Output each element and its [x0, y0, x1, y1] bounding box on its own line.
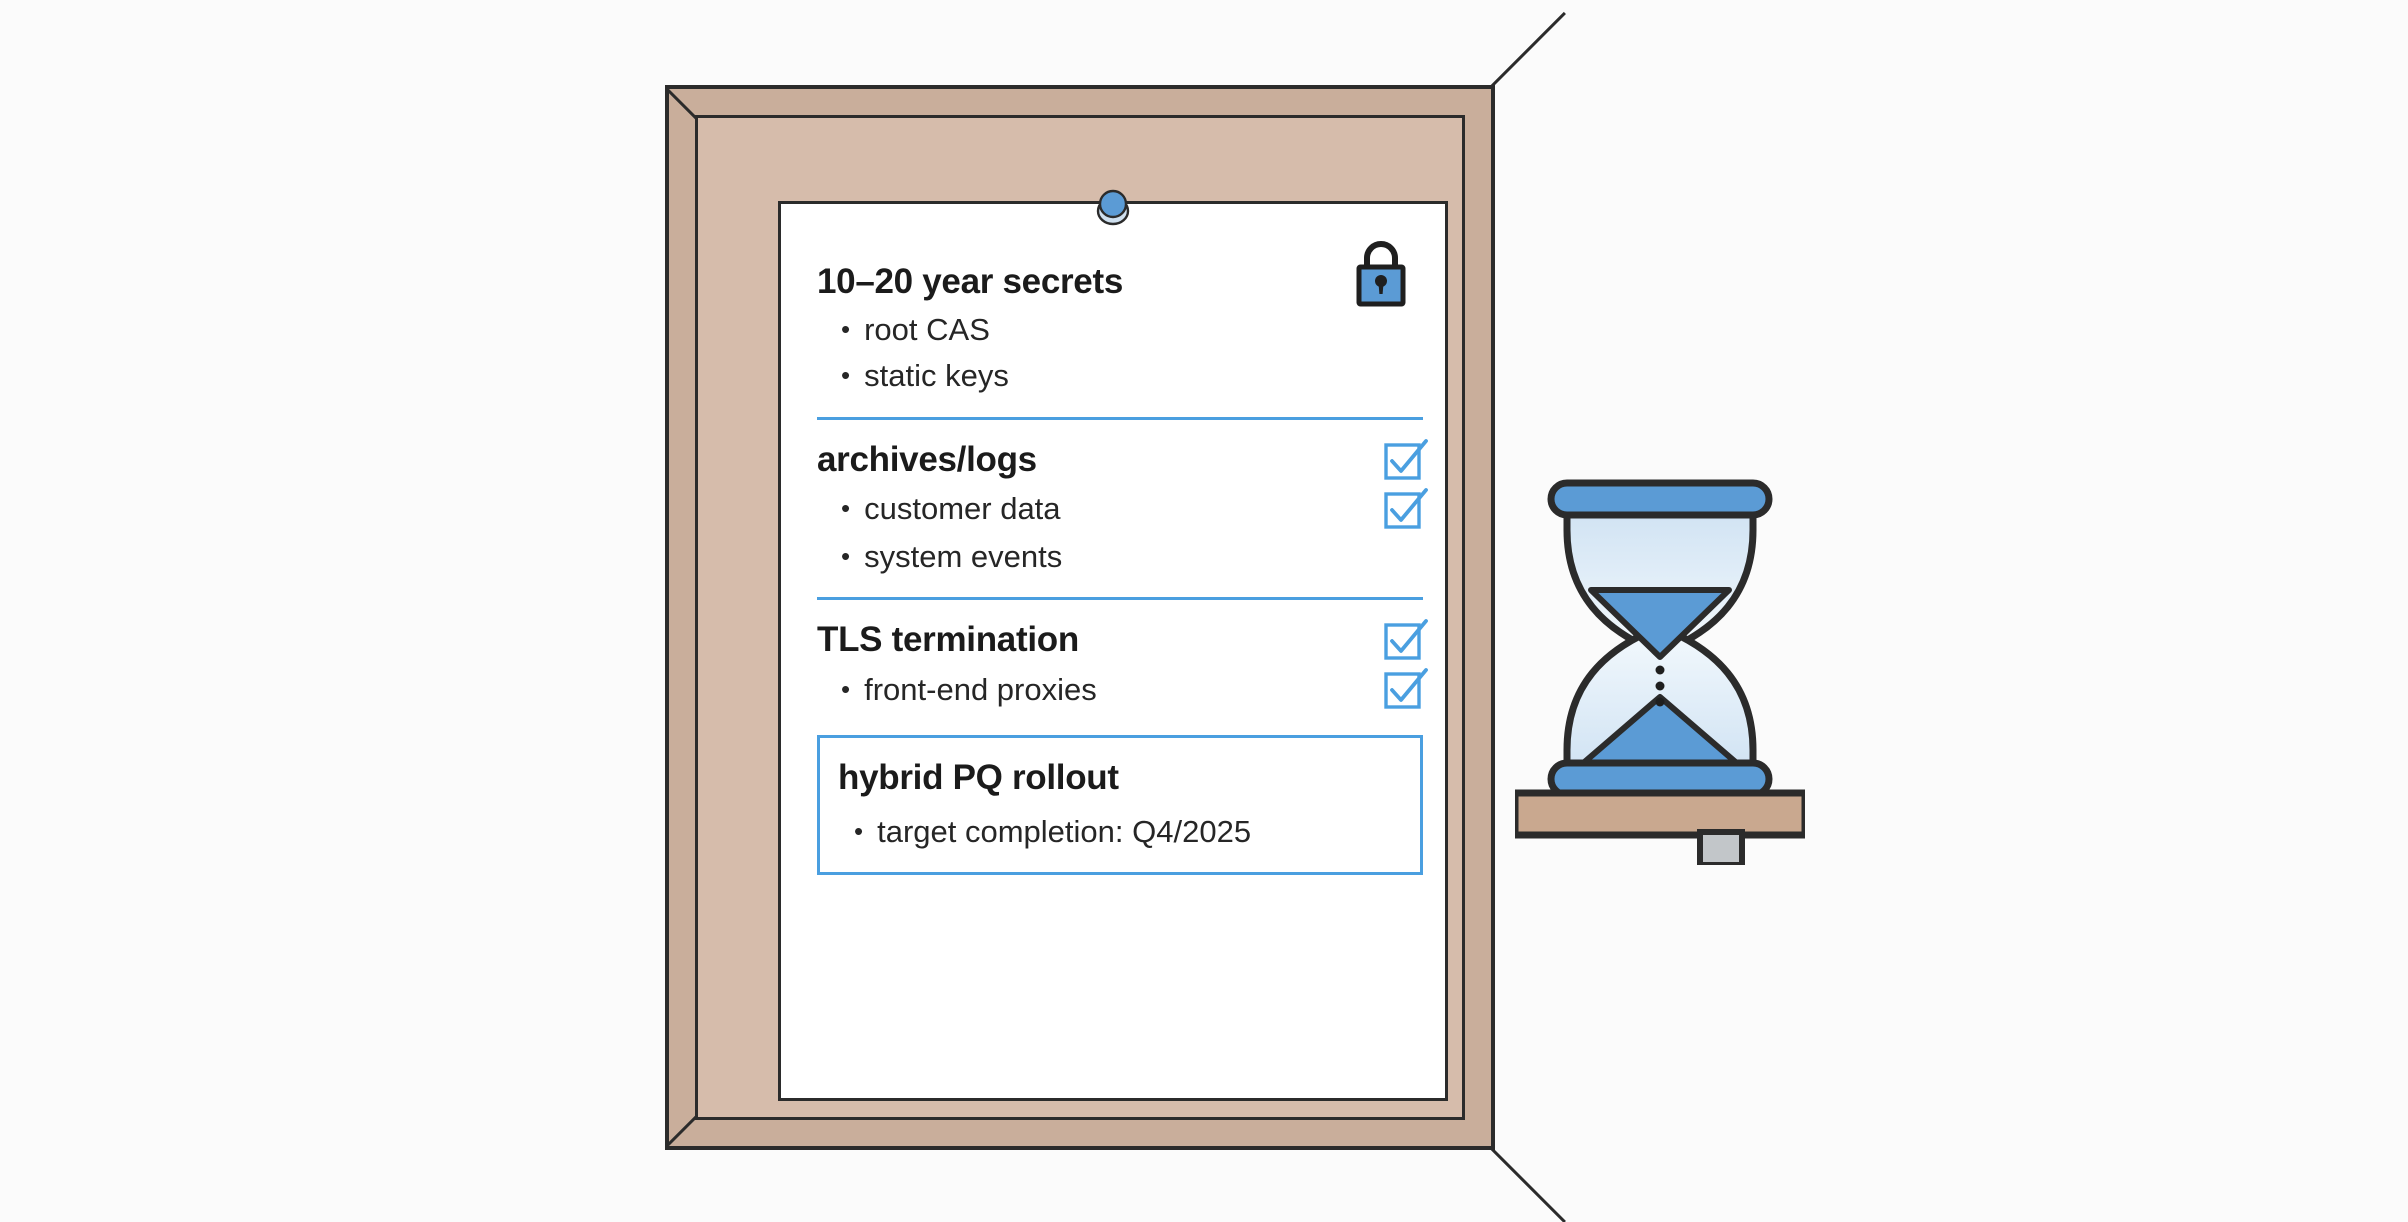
- note-section-secrets: 10–20 year secrets •root CAS •static key…: [817, 262, 1423, 395]
- bullet-dot-icon: •: [841, 493, 851, 524]
- highlight-title: hybrid PQ rollout: [838, 758, 1119, 798]
- picture-frame: 10–20 year secrets •root CAS •static key…: [665, 11, 1566, 1222]
- hourglass-icon: [1515, 475, 1805, 865]
- section-title: TLS termination: [817, 620, 1079, 660]
- list-item: •customer data: [817, 487, 1428, 529]
- note-section-archives: archives/logs •customer data: [817, 438, 1428, 575]
- note-paper: 10–20 year secrets •root CAS •static key…: [778, 189, 1448, 1101]
- list-item: •static keys: [817, 357, 1423, 394]
- bullet-label: •target completion: Q4/2025: [854, 813, 1252, 849]
- checkbox-checked[interactable]: [1383, 487, 1428, 529]
- section-divider: [817, 597, 1423, 601]
- highlight-box-pq-rollout: hybrid PQ rollout •target completion: Q4…: [817, 735, 1423, 875]
- section-title: archives/logs: [817, 439, 1037, 479]
- bullet-label: •static keys: [841, 358, 1009, 394]
- list-item: •front-end proxies: [817, 668, 1428, 710]
- note-content: 10–20 year secrets •root CAS •static key…: [817, 262, 1428, 1080]
- section-header: 10–20 year secrets: [817, 262, 1423, 302]
- bullet-label: •front-end proxies: [841, 671, 1097, 707]
- list-item: •system events: [817, 538, 1423, 575]
- bullet-label: •root CAS: [841, 312, 990, 348]
- checkbox-checked[interactable]: [1383, 438, 1428, 480]
- bullet-dot-icon: •: [841, 540, 851, 571]
- pushpin-icon: [1095, 187, 1131, 227]
- bullet-dot-icon: •: [841, 314, 851, 345]
- bullet-label: •customer data: [841, 491, 1061, 527]
- section-title: 10–20 year secrets: [817, 262, 1123, 301]
- list-item: •root CAS: [817, 311, 1423, 348]
- lock-icon: [1353, 236, 1409, 308]
- checkbox-checked[interactable]: [1383, 668, 1428, 710]
- section-header: archives/logs: [817, 438, 1428, 480]
- frame-inner-mat: 10–20 year secrets •root CAS •static key…: [695, 115, 1465, 1120]
- checkbox-checked[interactable]: [1383, 619, 1428, 660]
- bullet-dot-icon: •: [841, 673, 851, 704]
- bullet-dot-icon: •: [854, 815, 864, 846]
- section-divider: [817, 416, 1423, 420]
- frame-miter-top-right: [1488, 11, 1566, 89]
- bullet-label: •system events: [841, 538, 1063, 574]
- bullet-dot-icon: •: [841, 360, 851, 391]
- frame-miter-bottom-right: [1488, 1146, 1566, 1222]
- section-header: TLS termination: [817, 619, 1428, 660]
- note-section-tls: TLS termination •front-end proxies: [817, 619, 1428, 710]
- list-item: •target completion: Q4/2025: [838, 813, 1420, 850]
